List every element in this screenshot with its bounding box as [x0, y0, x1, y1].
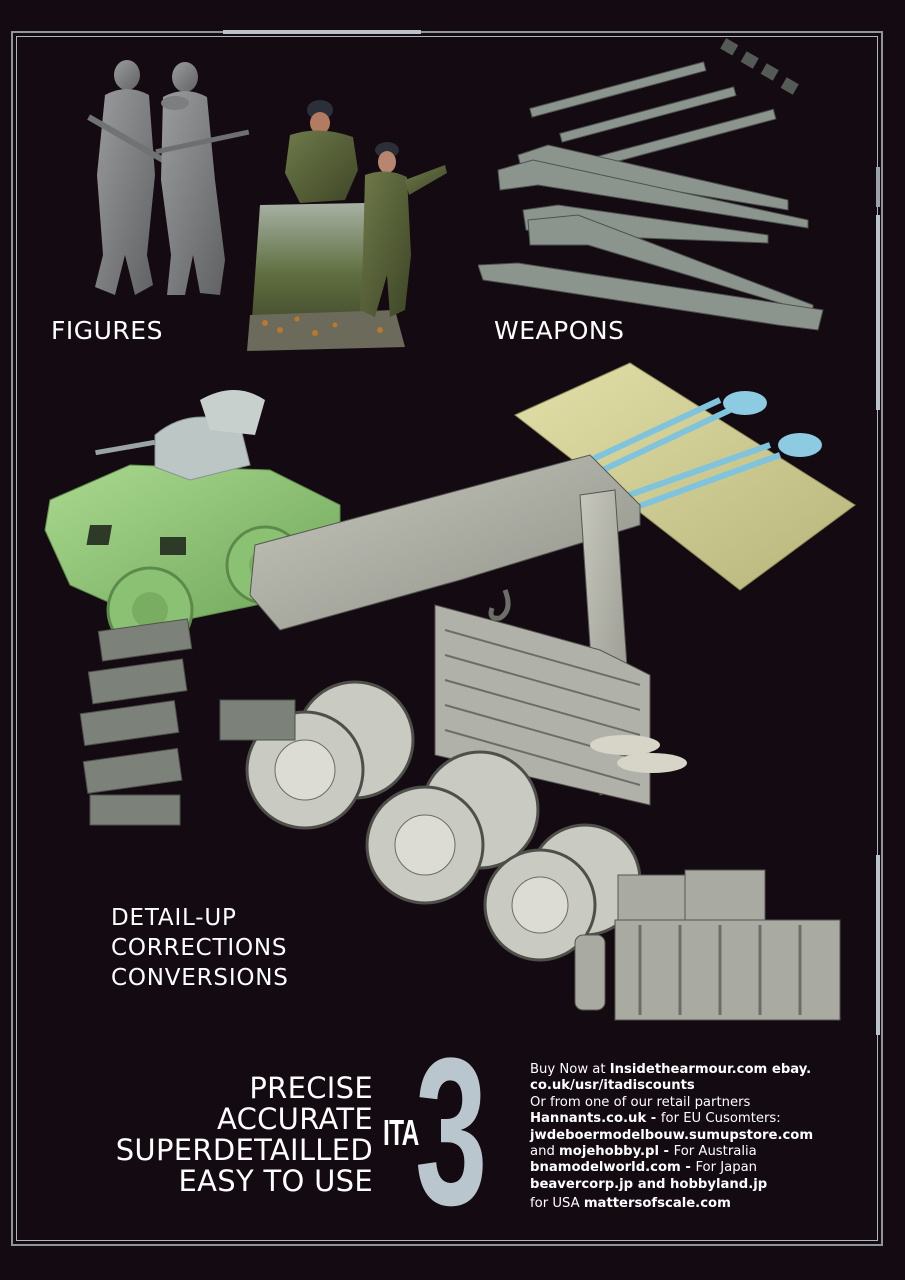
buy-now-text: Buy Now at	[530, 1062, 610, 1077]
detail-up-text: DETAIL-UP	[111, 905, 237, 931]
inner-frame	[16, 36, 878, 1241]
tagline-precise: PRECISE	[249, 1071, 373, 1105]
eu-customers-text: for EU Cusomters:	[660, 1111, 781, 1127]
ita3-logo: 3 ITA	[383, 1027, 523, 1237]
retail-partners-intro: Or from one of our retail partners	[530, 1094, 751, 1110]
figures-image	[87, 60, 447, 351]
and-text: and	[530, 1144, 560, 1160]
brand-numeral: 3	[415, 1014, 488, 1249]
frame-highlight-right-lower	[876, 855, 880, 1035]
retail-partners-text: Buy Now at Insidethearmour.com ebay. co.…	[530, 1062, 875, 1213]
japan-retailers-link[interactable]: beavercorp.jp and hobbyland.jp	[530, 1176, 768, 1192]
weapons-image	[478, 38, 824, 331]
tagline-easy-to-use: EASY TO USE	[178, 1164, 373, 1198]
usa-text: for USA	[530, 1196, 584, 1212]
detail-products-image	[44, 362, 856, 1021]
corrections-text: CORRECTIONS	[111, 935, 288, 961]
mattersofscale-link[interactable]: mattersofscale.com	[583, 1196, 731, 1212]
mojehobby-link[interactable]: mojehobby.pl -	[559, 1144, 674, 1160]
tagline-block: PRECISE ACCURATE SUPERDETAILLED EASY TO …	[116, 1073, 373, 1197]
bnamodelworld-link[interactable]: bnamodelworld.com -	[530, 1160, 696, 1176]
hannants-link[interactable]: Hannants.co.uk -	[530, 1111, 661, 1127]
tagline-superdetailled: SUPERDETAILLED	[115, 1133, 373, 1167]
brand-prefix: ITA	[383, 1112, 419, 1153]
australia-text: For Australia	[673, 1144, 757, 1160]
ebay-store-link[interactable]: co.uk/usr/itadiscounts	[530, 1078, 695, 1094]
frame-highlight-right-small	[876, 167, 880, 207]
figures-label: FIGURES	[51, 316, 163, 345]
japan-text: For Japan	[695, 1160, 758, 1176]
weapons-label: WEAPONS	[494, 316, 625, 345]
conversions-text: CONVERSIONS	[111, 965, 289, 991]
insidethearmour-link[interactable]: Insidethearmour.com ebay.	[609, 1062, 812, 1077]
jwdeboer-link[interactable]: jwdeboermodelbouw.sumupstore.com	[530, 1127, 814, 1143]
frame-highlight-right-upper	[876, 215, 880, 410]
outer-frame	[11, 31, 883, 1246]
detail-services-label: DETAIL-UP CORRECTIONS CONVERSIONS	[111, 903, 289, 993]
tagline-accurate: ACCURATE	[216, 1102, 373, 1136]
frame-highlight-top	[223, 30, 421, 34]
